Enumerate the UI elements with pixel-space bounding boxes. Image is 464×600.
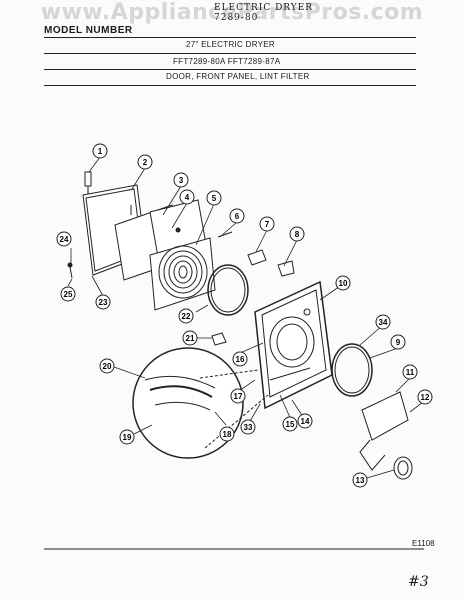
header-code: 7289-80 [214, 13, 259, 23]
svg-text:7: 7 [265, 220, 270, 229]
header-rule-top [44, 37, 416, 38]
hinge-part-7 [247, 249, 267, 266]
callout-20: 20 [99, 358, 115, 374]
svg-text:9: 9 [396, 338, 401, 347]
callout-21: 21 [182, 330, 198, 346]
svg-text:2: 2 [143, 158, 148, 167]
svg-text:21: 21 [186, 334, 195, 343]
svg-text:33: 33 [244, 423, 253, 432]
header-rule-4 [44, 85, 416, 86]
svg-text:11: 11 [406, 368, 415, 377]
svg-text:18: 18 [223, 430, 232, 439]
hinge-clip-part [84, 171, 92, 194]
watermark: www.AppliancePartsPros.com [40, 0, 424, 25]
callout-1: 1 [92, 143, 108, 159]
callout-6: 6 [229, 208, 245, 224]
detail-magnifier [132, 347, 269, 459]
svg-text:20: 20 [103, 362, 112, 371]
screw-part-24 [67, 262, 73, 268]
door-catch-part [211, 332, 227, 346]
svg-text:1: 1 [98, 147, 103, 156]
bearing-ring-part [331, 343, 373, 397]
callout-13: 13 [352, 472, 368, 488]
inner-door-screen-part [149, 237, 216, 311]
exhaust-duct-part [359, 391, 409, 471]
svg-text:24: 24 [60, 235, 69, 244]
callout-12: 12 [417, 389, 433, 405]
svg-text:23: 23 [99, 298, 108, 307]
svg-text:25: 25 [64, 290, 73, 299]
callout-18: 18 [219, 426, 235, 442]
front-panel-part [254, 280, 333, 410]
callout-22: 22 [178, 308, 194, 324]
callout-19: 19 [119, 429, 135, 445]
screw-part-25 [69, 266, 73, 279]
hinge-part-8 [277, 260, 295, 277]
svg-text:8: 8 [295, 230, 300, 239]
header-subtitle: 27" ELECTRIC DRYER [186, 40, 276, 49]
callout-4: 4 [179, 189, 195, 205]
svg-text:10: 10 [339, 279, 348, 288]
callout-3: 3 [173, 172, 189, 188]
model-number-label: MODEL NUMBER [44, 25, 133, 36]
duct-ring-part [393, 456, 413, 480]
svg-text:12: 12 [421, 393, 430, 402]
figure-code: E1108 [412, 539, 435, 548]
svg-text:16: 16 [236, 355, 245, 364]
header-models: FFT7289-80A FFT7289-87A [173, 57, 281, 66]
callout-14: 14 [297, 413, 313, 429]
handwritten-note: #3 [408, 574, 429, 590]
callout-17: 17 [230, 388, 246, 404]
part-callouts: 1 2 3 4 5 6 7 8 9 10 11 12 13 14 15 16 1… [56, 143, 433, 488]
header-title: ELECTRIC DRYER [214, 3, 314, 13]
header-section: DOOR, FRONT PANEL, LINT FILTER [166, 72, 310, 81]
header-rule-3 [44, 69, 416, 70]
callout-15: 15 [282, 416, 298, 432]
svg-text:6: 6 [235, 212, 240, 221]
callout-5: 5 [206, 190, 222, 206]
svg-text:17: 17 [234, 392, 243, 401]
svg-text:22: 22 [182, 312, 191, 321]
svg-text:19: 19 [123, 433, 132, 442]
svg-text:5: 5 [212, 194, 217, 203]
callout-34: 34 [375, 314, 391, 330]
callout-33: 33 [240, 419, 256, 435]
header-rule-2 [44, 53, 416, 54]
callout-10: 10 [335, 275, 351, 291]
svg-text:14: 14 [301, 417, 310, 426]
svg-text:34: 34 [379, 318, 388, 327]
callout-2: 2 [137, 154, 153, 170]
callout-9: 9 [390, 334, 406, 350]
svg-text:15: 15 [286, 420, 295, 429]
callout-8: 8 [289, 226, 305, 242]
door-gasket-ring-part [207, 264, 249, 316]
callout-11: 11 [402, 364, 418, 380]
svg-text:13: 13 [356, 476, 365, 485]
svg-text:3: 3 [179, 176, 184, 185]
svg-text:4: 4 [185, 193, 190, 202]
callout-25: 25 [60, 286, 76, 302]
callout-7: 7 [259, 216, 275, 232]
callout-23: 23 [95, 294, 111, 310]
callout-24: 24 [56, 231, 72, 247]
callout-16: 16 [232, 351, 248, 367]
